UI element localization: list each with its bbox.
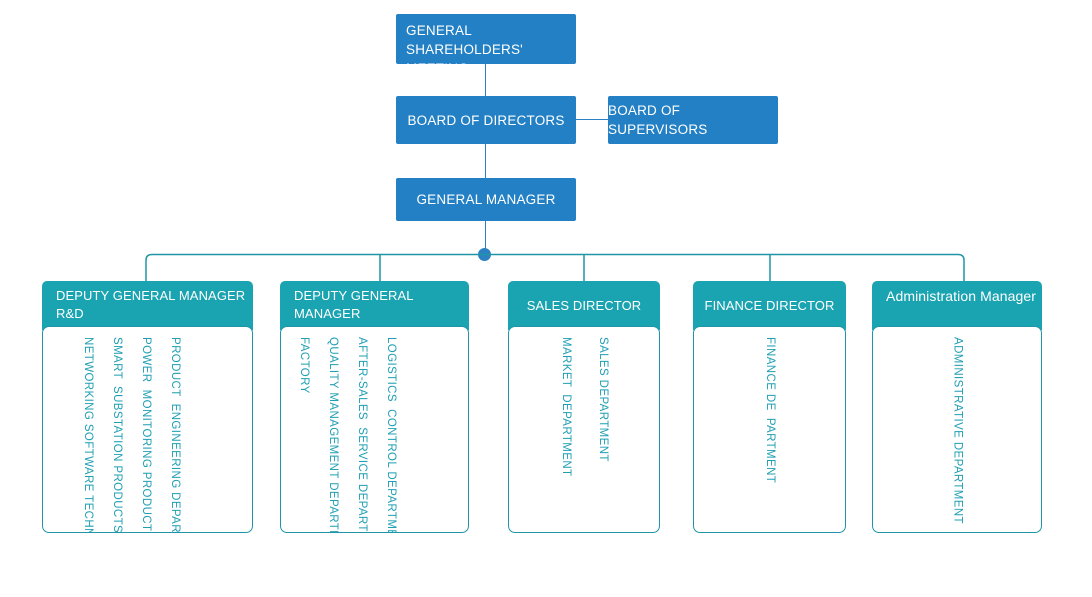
connector-directors-to-supervisors <box>576 119 608 121</box>
connector-general-manager-to-bus <box>485 221 487 255</box>
department-item[interactable]: FINANCE DE PARTMENT <box>764 337 776 484</box>
node-board-of-directors[interactable]: BOARD OF DIRECTORS <box>396 96 576 144</box>
department-item[interactable]: ADMINISTRATIVE DEPARTMENT <box>951 337 964 524</box>
department-item[interactable]: MARKET DEPARTMENT <box>560 337 572 477</box>
node-general-manager[interactable]: GENERAL MANAGER <box>396 178 576 221</box>
connector-directors-to-general-manager <box>485 144 487 178</box>
department-card-rd[interactable]: DEPUTY GENERAL MANAGER R&D PRODUCT ENGIN… <box>42 281 253 533</box>
department-item[interactable]: SMART SUBSTATION PRODUCTS BUSINESS UNIT <box>111 337 123 533</box>
department-card-administration[interactable]: Administration Manager ADMINISTRATIVE DE… <box>872 281 1042 533</box>
department-body: FINANCE DE PARTMENT <box>693 326 846 533</box>
department-item[interactable]: PRODUCT ENGINEERING DEPARTMENT <box>169 337 181 533</box>
department-item[interactable]: FACTORY <box>298 337 310 394</box>
connector-bus <box>145 253 965 281</box>
department-item[interactable]: AFTER-SALES SERVICE DEPARTMENT <box>356 337 368 533</box>
department-body: PRODUCT ENGINEERING DEPARTMENT POWER MON… <box>42 326 253 533</box>
department-item[interactable]: LOGISTICS CONTROL DEPARTMENT <box>385 337 397 533</box>
node-board-of-supervisors[interactable]: BOARD OF SUPERVISORS <box>608 96 778 144</box>
department-header: DEPUTY GENERAL MANAGER R&D <box>42 281 253 330</box>
department-item[interactable]: POWER MONITORING PRODUCTS BUSINESS UNIT <box>140 337 152 533</box>
department-header: SALES DIRECTOR <box>508 281 660 330</box>
node-label: BOARD OF DIRECTORS <box>407 112 565 128</box>
department-item[interactable]: NETWORKING SOFTWARE TECHNOLOGY TEAM <box>82 337 94 533</box>
connector-shareholders-to-directors <box>485 64 487 96</box>
node-label: GENERAL MANAGER <box>416 192 556 207</box>
node-label: GENERAL SHAREHOLDERS' MEETING <box>406 23 523 76</box>
department-header: FINANCE DIRECTOR <box>693 281 846 330</box>
department-item[interactable]: QUALITY MANAGEMENT DEPARTMENT <box>327 337 339 533</box>
department-card-manufacturing[interactable]: DEPUTY GENERAL MANAGER MANUFACTURING LOG… <box>280 281 469 533</box>
department-item[interactable]: SALES DEPARTMENT <box>597 337 609 462</box>
department-card-sales[interactable]: SALES DIRECTOR SALES DEPARTMENT MARKET D… <box>508 281 660 533</box>
department-header: DEPUTY GENERAL MANAGER MANUFACTURING <box>280 281 469 339</box>
department-body: SALES DEPARTMENT MARKET DEPARTMENT <box>508 326 660 533</box>
department-header: Administration Manager <box>872 281 1042 330</box>
department-card-finance[interactable]: FINANCE DIRECTOR FINANCE DE PARTMENT <box>693 281 846 533</box>
department-body: LOGISTICS CONTROL DEPARTMENT AFTER-SALES… <box>280 326 469 533</box>
node-general-shareholders-meeting[interactable]: GENERAL SHAREHOLDERS' MEETING <box>396 14 576 76</box>
node-label: BOARD OF SUPERVISORS <box>608 103 708 137</box>
department-body: ADMINISTRATIVE DEPARTMENT <box>872 326 1042 533</box>
